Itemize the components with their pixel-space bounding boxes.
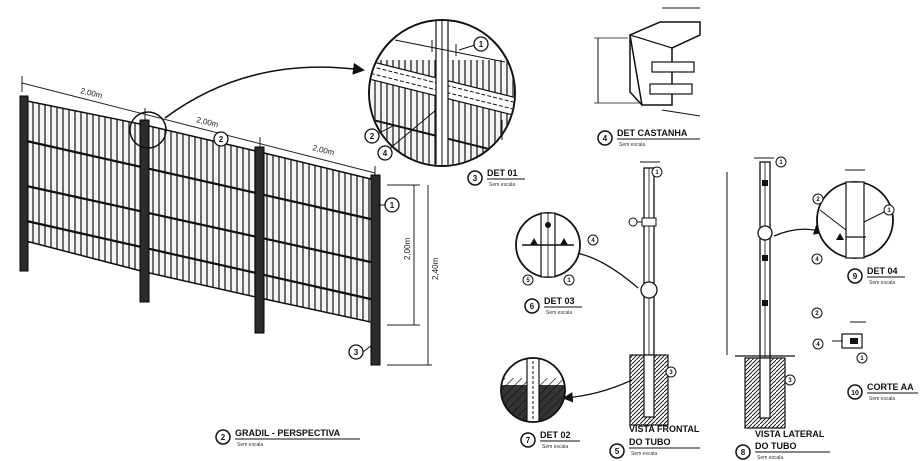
svg-text:1: 1 <box>655 170 659 176</box>
svg-text:5: 5 <box>615 447 620 456</box>
title-vista-frontal: 5 VISTA FRONTAL DO TUBO Sem escala <box>609 424 700 459</box>
title-det04: 9 DET 04 Sem escala <box>847 266 905 286</box>
vista-frontal-callout-3: 3 <box>665 366 677 378</box>
title-vista-lateral: 8 VISTA LATERAL DO TUBO Sem escala <box>735 429 830 461</box>
dim-top-2: 2,00m <box>196 115 220 129</box>
svg-text:1: 1 <box>390 201 395 210</box>
svg-text:DET 02: DET 02 <box>540 430 571 440</box>
det03-detail <box>515 212 581 278</box>
fence-panel-1 <box>21 99 146 273</box>
svg-text:Sem escala: Sem escala <box>631 451 657 457</box>
det03-callout-4: 4 <box>587 234 599 246</box>
callout-perspective-3: 3 <box>348 344 373 360</box>
vista-frontal-drawing <box>562 161 669 426</box>
svg-text:Sem escala: Sem escala <box>757 455 783 461</box>
svg-text:2: 2 <box>815 311 819 317</box>
title-corte-aa: 10 CORTE AA Sem escala <box>847 382 918 402</box>
svg-text:3: 3 <box>354 348 359 357</box>
svg-text:DET 03: DET 03 <box>544 296 575 306</box>
dim-height: 2,00m <box>403 237 412 260</box>
svg-text:4: 4 <box>591 238 595 244</box>
svg-text:2: 2 <box>219 135 224 144</box>
svg-text:10: 10 <box>851 390 859 397</box>
svg-text:9: 9 <box>853 272 858 281</box>
corte-aa-callout-2: 2 <box>811 307 823 319</box>
svg-text:1: 1 <box>479 40 484 49</box>
det04-callout-1: 1 <box>863 204 895 223</box>
det01-detail <box>368 19 516 167</box>
svg-text:Sem escala: Sem escala <box>237 442 263 448</box>
svg-text:GRADIL - PERSPECTIVA: GRADIL - PERSPECTIVA <box>235 428 341 438</box>
svg-text:Sem escala: Sem escala <box>542 444 568 450</box>
svg-text:3: 3 <box>473 174 478 183</box>
fence-post-4 <box>370 174 381 366</box>
svg-text:1: 1 <box>567 278 571 284</box>
svg-text:2: 2 <box>816 197 820 203</box>
dim-top-3: 2,00m <box>312 143 336 157</box>
fence-post-2 <box>139 119 150 303</box>
svg-text:6: 6 <box>530 302 535 311</box>
det04-callout-2: 2 <box>812 193 824 205</box>
det03-callout-5: 5 <box>522 274 534 286</box>
svg-text:3: 3 <box>669 370 673 376</box>
corte-aa-callout-1: 1 <box>856 352 868 364</box>
svg-text:DET 04: DET 04 <box>867 266 898 276</box>
svg-text:DET CASTANHA: DET CASTANHA <box>617 128 688 138</box>
fence-panel-2 <box>144 124 261 299</box>
fence-panel-3 <box>259 151 376 324</box>
svg-text:CORTE AA: CORTE AA <box>867 382 914 392</box>
callout-perspective-2: 2 <box>213 131 229 147</box>
dim-total: 2,40m <box>431 257 440 280</box>
det01-callout-4: 4 <box>377 109 437 161</box>
svg-text:Sem escala: Sem escala <box>869 396 895 402</box>
det01-callout-2: 2 <box>364 124 396 144</box>
svg-text:Sem escala: Sem escala <box>619 142 645 148</box>
svg-text:1: 1 <box>887 208 891 214</box>
title-det03: 6 DET 03 Sem escala <box>524 296 582 316</box>
svg-text:VISTA LATERAL: VISTA LATERAL <box>755 429 825 439</box>
det04-detail <box>816 169 894 259</box>
vista-frontal-callout-1: 1 <box>651 166 663 178</box>
title-det01: 3 DET 01 Sem escala <box>467 168 525 188</box>
svg-text:3: 3 <box>788 378 792 384</box>
det02-detail <box>500 357 566 423</box>
svg-text:Sem escala: Sem escala <box>546 310 572 316</box>
title-det02: 7 DET 02 Sem escala <box>520 430 580 450</box>
det01-reference-circle <box>129 111 167 149</box>
svg-text:1: 1 <box>860 356 864 362</box>
svg-text:Sem escala: Sem escala <box>869 280 895 286</box>
svg-text:DET 01: DET 01 <box>487 168 518 178</box>
det01-callout-1: 1 <box>458 36 489 52</box>
title-perspective: 2 GRADIL - PERSPECTIVA Sem escala <box>215 428 360 448</box>
vista-lateral-callout-3: 3 <box>784 374 796 386</box>
corte-aa-callout-4: 4 <box>812 338 824 350</box>
title-det-castanha: 4 DET CASTANHA Sem escala <box>597 128 700 148</box>
fence-post-3 <box>254 146 265 334</box>
fence-post-1 <box>19 95 29 272</box>
det03-callout-1: 1 <box>563 274 575 286</box>
svg-text:DO TUBO: DO TUBO <box>629 437 671 447</box>
svg-text:4: 4 <box>383 149 388 158</box>
svg-text:VISTA FRONTAL: VISTA FRONTAL <box>629 424 700 434</box>
svg-text:4: 4 <box>603 134 608 143</box>
svg-text:7: 7 <box>526 436 531 445</box>
svg-text:1: 1 <box>779 160 783 166</box>
callout-perspective-1: 1 <box>378 197 400 213</box>
svg-text:2: 2 <box>370 132 375 141</box>
det-castanha-drawing <box>594 7 701 117</box>
vista-lateral-drawing <box>726 157 825 429</box>
svg-text:5: 5 <box>526 278 530 284</box>
svg-text:4: 4 <box>816 342 820 348</box>
det04-callout-4: 4 <box>811 253 823 265</box>
corte-aa-drawing <box>832 321 866 349</box>
svg-text:4: 4 <box>815 257 819 263</box>
fence-perspective <box>19 62 432 366</box>
svg-text:DO TUBO: DO TUBO <box>755 441 797 451</box>
svg-text:8: 8 <box>741 448 746 457</box>
svg-text:Sem escala: Sem escala <box>489 182 515 188</box>
svg-text:2: 2 <box>221 433 226 442</box>
vista-lateral-callout-1: 1 <box>775 156 787 168</box>
